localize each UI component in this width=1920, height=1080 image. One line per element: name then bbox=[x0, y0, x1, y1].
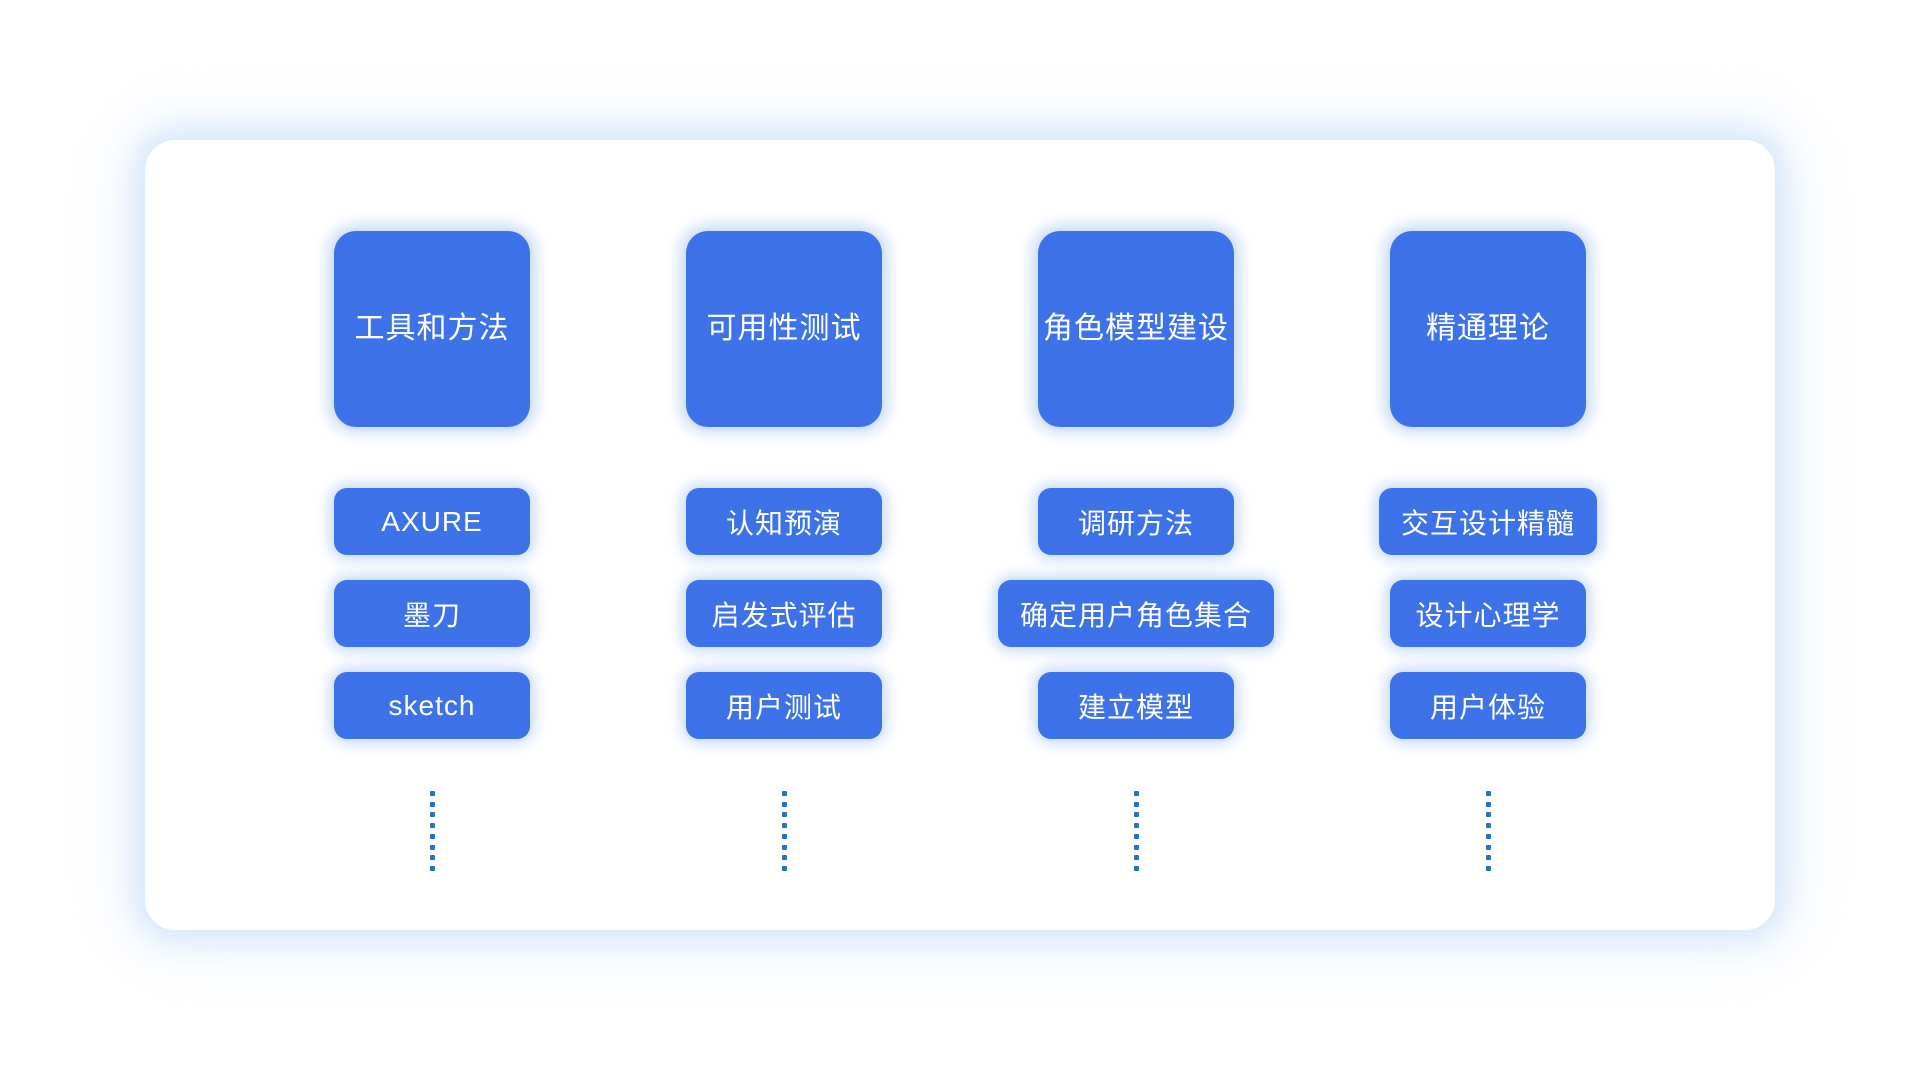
skill-pill-3-3[interactable]: 建立模型 bbox=[1037, 672, 1234, 739]
ellipsis-dot bbox=[1485, 855, 1491, 861]
ellipsis-dot bbox=[1485, 833, 1491, 839]
skill-column-usability: 可用性测试 认知预演 启发式评估 用户测试 bbox=[608, 231, 960, 871]
ellipsis-dot bbox=[1133, 812, 1139, 818]
pill-stack-3: 调研方法 确定用户角色集合 建立模型 bbox=[997, 488, 1274, 739]
ellipsis-dot bbox=[1133, 855, 1139, 861]
ellipsis-dot bbox=[1485, 844, 1491, 850]
ellipsis-dot bbox=[429, 865, 435, 871]
ellipsis-dot bbox=[1485, 801, 1491, 807]
ellipsis-dot bbox=[429, 791, 435, 796]
ellipsis-dot bbox=[781, 791, 787, 796]
column-header-card-1[interactable]: 工具和方法 bbox=[334, 231, 530, 427]
ellipsis-dot bbox=[781, 833, 787, 839]
ellipsis-dot bbox=[1485, 823, 1491, 829]
skill-column-theory: 精通理论 交互设计精髓 设计心理学 用户体验 bbox=[1312, 231, 1664, 871]
skill-pill-2-1[interactable]: 认知预演 bbox=[686, 488, 882, 555]
vertical-ellipsis-4 bbox=[1485, 791, 1491, 871]
column-header-card-3[interactable]: 角色模型建设 bbox=[1038, 231, 1234, 427]
ellipsis-dot bbox=[1133, 801, 1139, 807]
ellipsis-dot bbox=[1133, 844, 1139, 850]
ellipsis-dot bbox=[1485, 791, 1491, 796]
ellipsis-dot bbox=[1133, 833, 1139, 839]
ellipsis-dot bbox=[429, 801, 435, 807]
ellipsis-dot bbox=[429, 833, 435, 839]
skill-column-tools: 工具和方法 AXURE 墨刀 sketch bbox=[256, 231, 608, 871]
column-header-card-2[interactable]: 可用性测试 bbox=[686, 231, 882, 427]
ellipsis-dot bbox=[1485, 865, 1491, 871]
ellipsis-dot bbox=[781, 855, 787, 861]
column-header-card-4[interactable]: 精通理论 bbox=[1390, 231, 1586, 427]
ellipsis-dot bbox=[1133, 823, 1139, 829]
vertical-ellipsis-1 bbox=[429, 791, 435, 871]
skill-pill-4-3[interactable]: 用户体验 bbox=[1389, 672, 1586, 739]
skill-pill-2-3[interactable]: 用户测试 bbox=[686, 672, 882, 739]
ellipsis-dot bbox=[1133, 865, 1139, 871]
skill-pill-3-1[interactable]: 调研方法 bbox=[1037, 488, 1234, 555]
skill-column-persona: 角色模型建设 调研方法 确定用户角色集合 建立模型 bbox=[960, 231, 1312, 871]
content-panel: 工具和方法 AXURE 墨刀 sketch bbox=[145, 140, 1775, 930]
column-grid: 工具和方法 AXURE 墨刀 sketch bbox=[145, 140, 1775, 930]
ellipsis-dot bbox=[1485, 812, 1491, 818]
skill-pill-1-2[interactable]: 墨刀 bbox=[334, 580, 530, 647]
skill-pill-1-3[interactable]: sketch bbox=[334, 672, 530, 739]
skill-pill-1-1[interactable]: AXURE bbox=[334, 488, 530, 555]
ellipsis-dot bbox=[429, 855, 435, 861]
ellipsis-dot bbox=[781, 812, 787, 818]
ellipsis-dot bbox=[781, 801, 787, 807]
skill-pill-2-2[interactable]: 启发式评估 bbox=[686, 580, 882, 647]
skill-pill-4-1[interactable]: 交互设计精髓 bbox=[1378, 488, 1597, 555]
ellipsis-dot bbox=[781, 844, 787, 850]
ellipsis-dot bbox=[1133, 791, 1139, 796]
ellipsis-dot bbox=[429, 823, 435, 829]
ellipsis-dot bbox=[429, 812, 435, 818]
pill-stack-4: 交互设计精髓 设计心理学 用户体验 bbox=[1378, 488, 1597, 739]
pill-stack-1: AXURE 墨刀 sketch bbox=[334, 488, 530, 739]
skill-pill-3-2[interactable]: 确定用户角色集合 bbox=[997, 580, 1274, 647]
ellipsis-dot bbox=[429, 844, 435, 850]
skill-pill-4-2[interactable]: 设计心理学 bbox=[1389, 580, 1586, 647]
ellipsis-dot bbox=[781, 865, 787, 871]
vertical-ellipsis-2 bbox=[781, 791, 787, 871]
pill-stack-2: 认知预演 启发式评估 用户测试 bbox=[686, 488, 882, 739]
vertical-ellipsis-3 bbox=[1133, 791, 1139, 871]
ellipsis-dot bbox=[781, 823, 787, 829]
